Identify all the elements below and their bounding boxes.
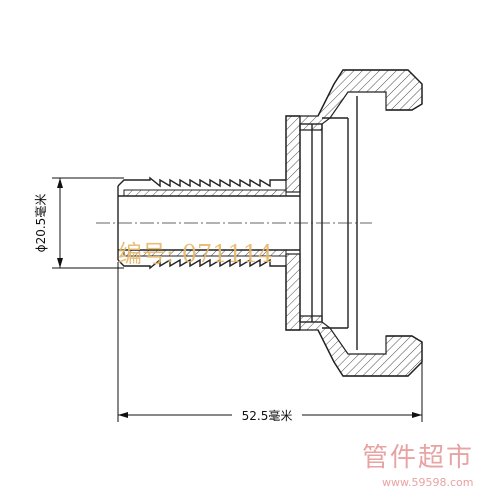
diameter-dimension: ϕ20.5毫米 xyxy=(33,177,124,269)
part-outline xyxy=(96,69,423,377)
length-label: 52.5毫米 xyxy=(242,408,293,423)
hose-tail-bottom-profile xyxy=(117,258,286,270)
flange-profile xyxy=(285,115,300,331)
brand-watermark: 管件超市 xyxy=(362,443,474,473)
item-code-watermark: 编号: 071114 xyxy=(118,240,273,268)
upper-claw-section xyxy=(299,69,423,131)
tail-upper-wall xyxy=(123,189,287,197)
diameter-label: ϕ20.5毫米 xyxy=(33,194,48,253)
flange-upper-wall xyxy=(285,115,301,193)
lower-claw-section xyxy=(299,315,423,377)
length-dimension: 52.5毫米 xyxy=(117,262,423,423)
upper-claw-outline xyxy=(317,69,423,117)
hose-tail-top-profile xyxy=(117,176,286,188)
brand-url-watermark: www.59598.com xyxy=(382,476,473,489)
lower-claw-outline xyxy=(317,329,423,377)
flange-lower-wall xyxy=(285,253,301,331)
